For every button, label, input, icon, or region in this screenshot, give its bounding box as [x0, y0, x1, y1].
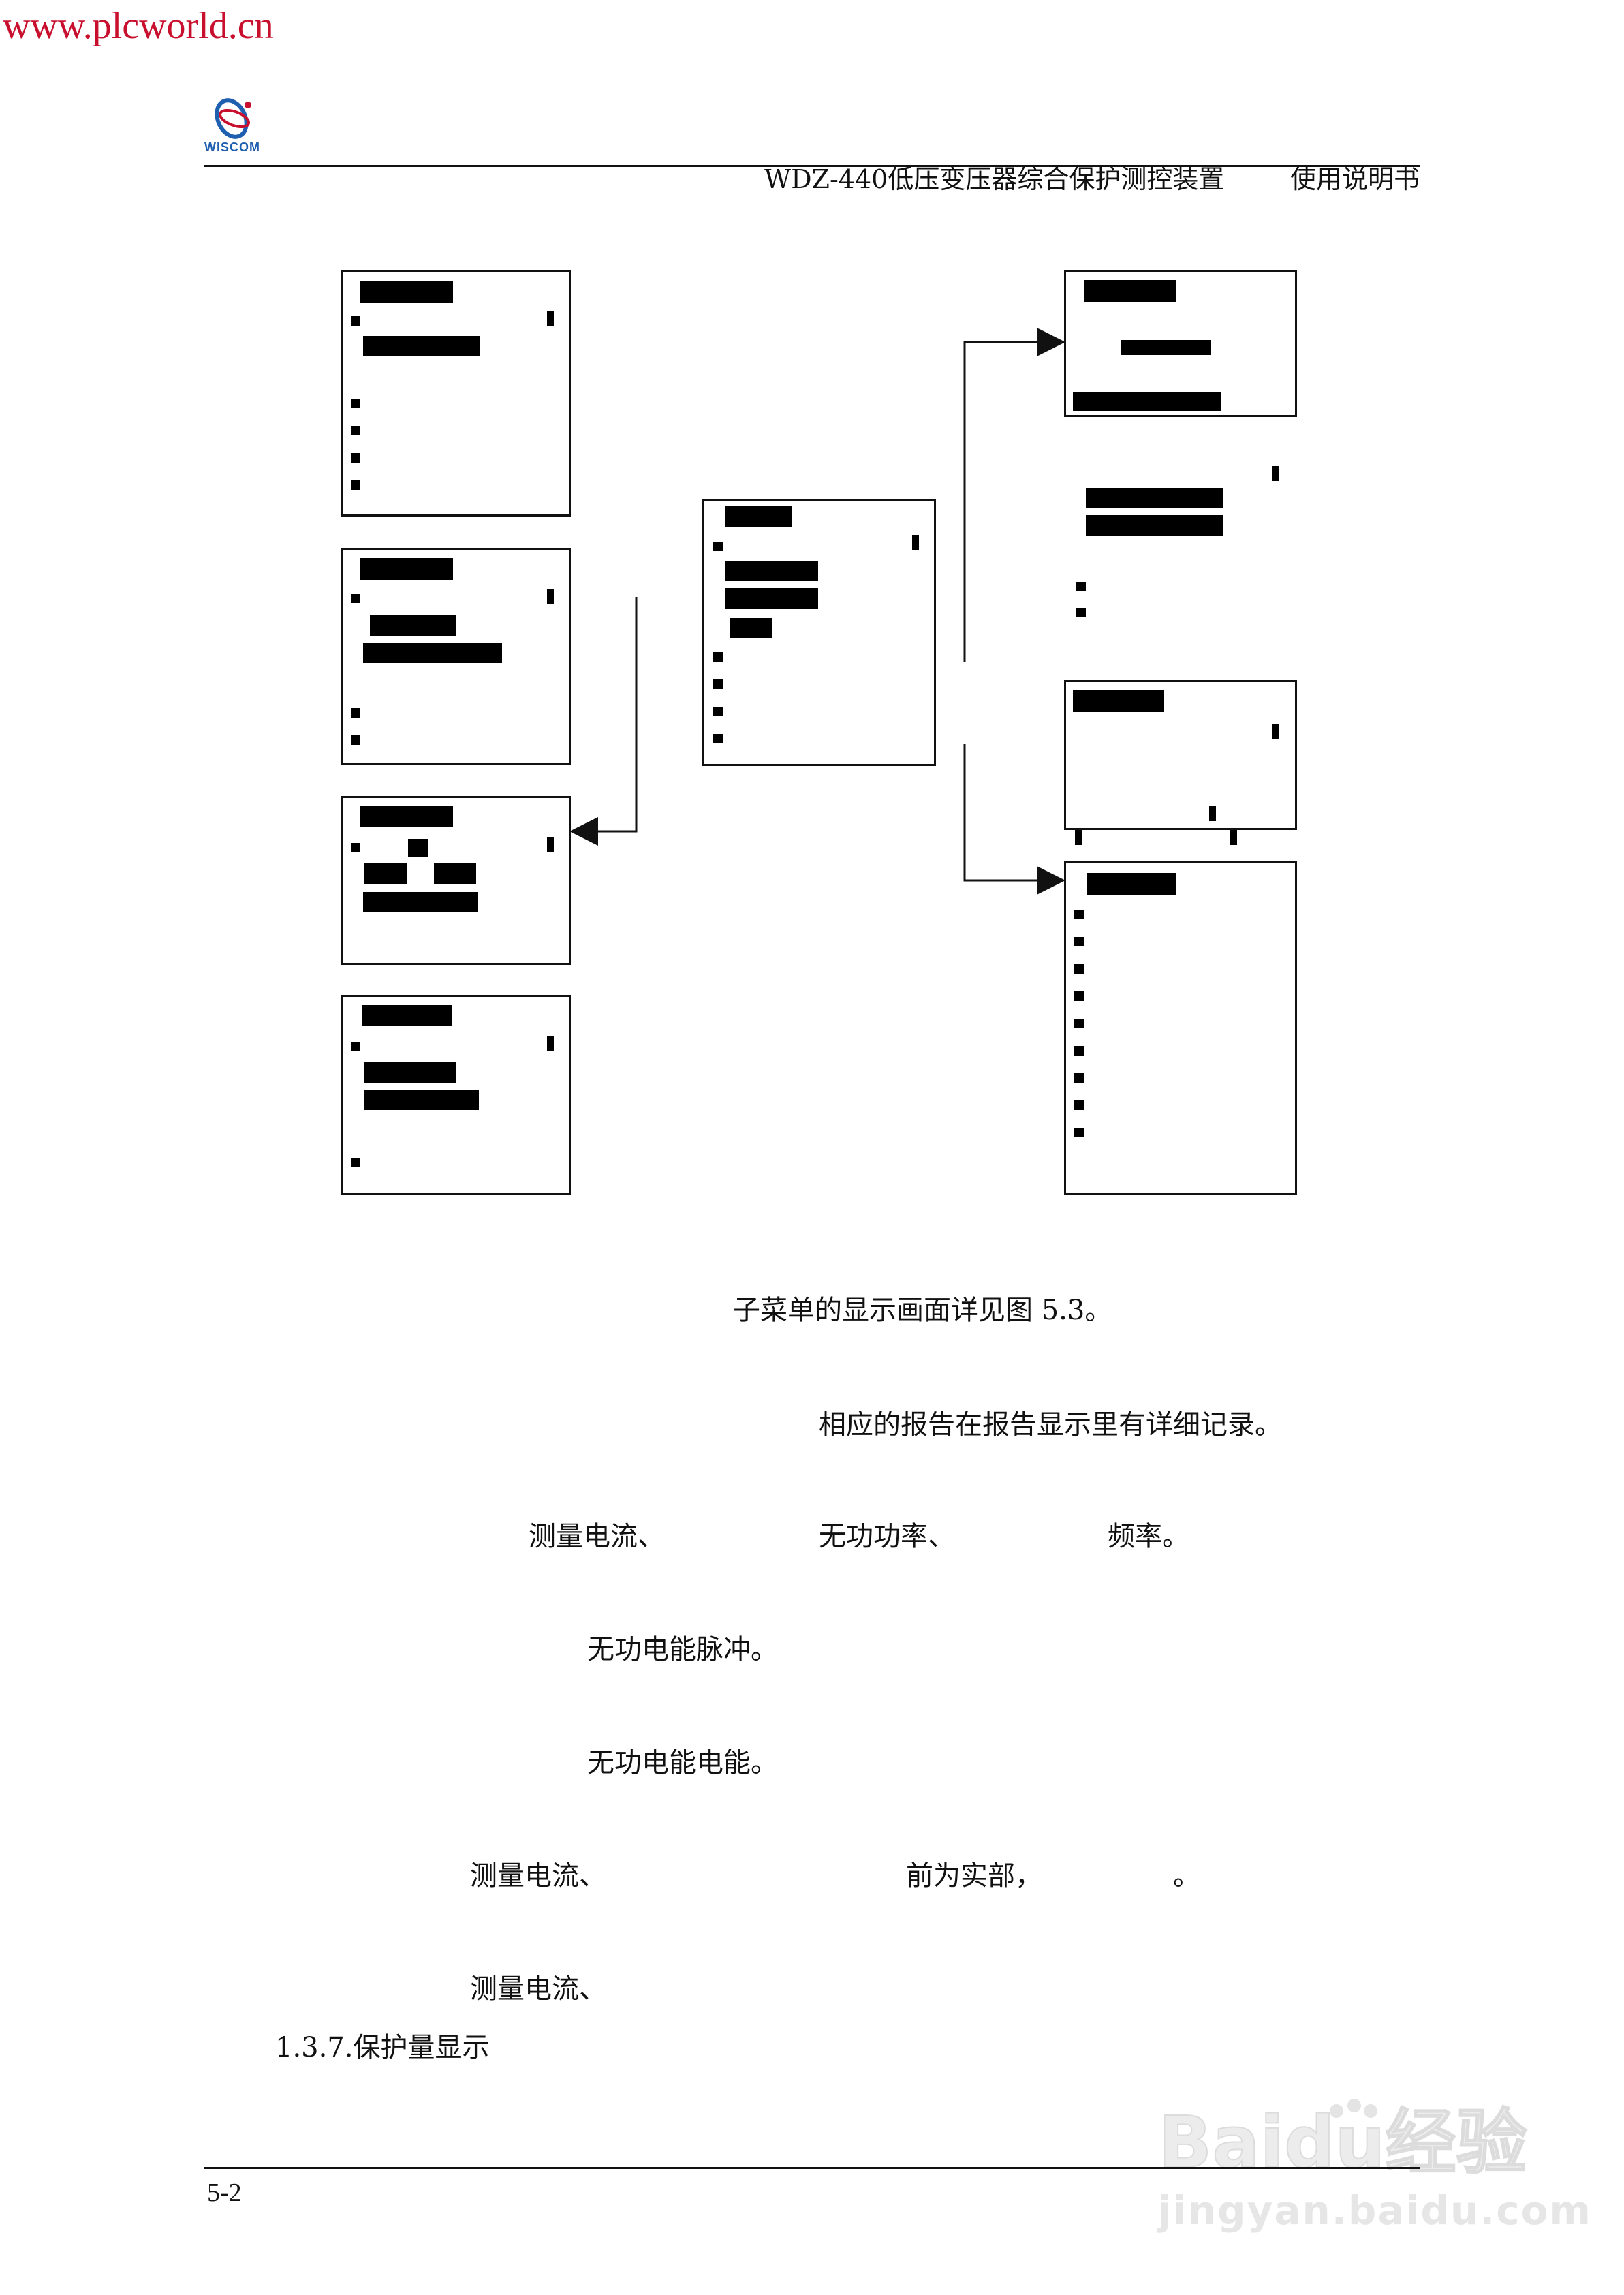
- header-manual-label: 使用说明书: [1290, 164, 1420, 194]
- site-watermark: www.plcworld.cn: [3, 5, 274, 47]
- lcd-screen-right-3: [1064, 861, 1297, 1195]
- menu-screen-diagram: [341, 270, 1301, 1195]
- text-period: 。: [1173, 1860, 1200, 1892]
- text-reactive-energy: 无功电能电能。: [587, 1747, 778, 1778]
- text-measure-current-2: 测量电流、: [470, 1860, 606, 1892]
- lcd-screen-left-3: [341, 796, 571, 965]
- lcd-screen-left-2: [341, 548, 571, 765]
- text-measure-current-1: 测量电流、: [529, 1521, 665, 1552]
- caption-submenu: 子菜单的显示画面详见图 5.3。: [733, 1295, 1112, 1326]
- text-reactive-pulse: 无功电能脉冲。: [587, 1634, 778, 1665]
- lcd-marker: [1230, 830, 1237, 845]
- connector-arrows: [569, 328, 1065, 895]
- text-reactive-power: 无功功率、: [819, 1521, 955, 1552]
- text-real-part: 前为实部，: [906, 1860, 1042, 1892]
- lcd-screen-left-1: [341, 270, 571, 517]
- lcd-screen-left-4: [341, 995, 571, 1195]
- header-divider: [204, 165, 1420, 167]
- wiscom-logo-icon: [215, 98, 251, 139]
- logo-text: WISCOM: [204, 140, 260, 154]
- lcd-screen-right-floating: [1069, 457, 1301, 634]
- text-report-note: 相应的报告在报告显示里有详细记录。: [819, 1409, 1282, 1441]
- section-heading: 1.3.7.保护量显示: [275, 2032, 490, 2063]
- page-number: 5-2: [207, 2178, 242, 2207]
- header-device-title: WDZ-440低压变压器综合保护测控装置: [764, 164, 1225, 194]
- text-frequency: 频率。: [1108, 1521, 1189, 1552]
- lcd-screen-right-1: [1064, 270, 1297, 417]
- header-title: WDZ-440低压变压器综合保护测控装置 使用说明书: [748, 128, 1420, 196]
- footer-divider: [204, 2167, 1420, 2169]
- lcd-marker: [1075, 830, 1082, 845]
- text-measure-current-3: 测量电流、: [470, 1973, 606, 2005]
- lcd-screen-main-menu: [702, 499, 936, 766]
- lcd-screen-right-2: [1064, 680, 1297, 830]
- baidu-url-watermark: jingyan.baidu.com: [1158, 2187, 1592, 2234]
